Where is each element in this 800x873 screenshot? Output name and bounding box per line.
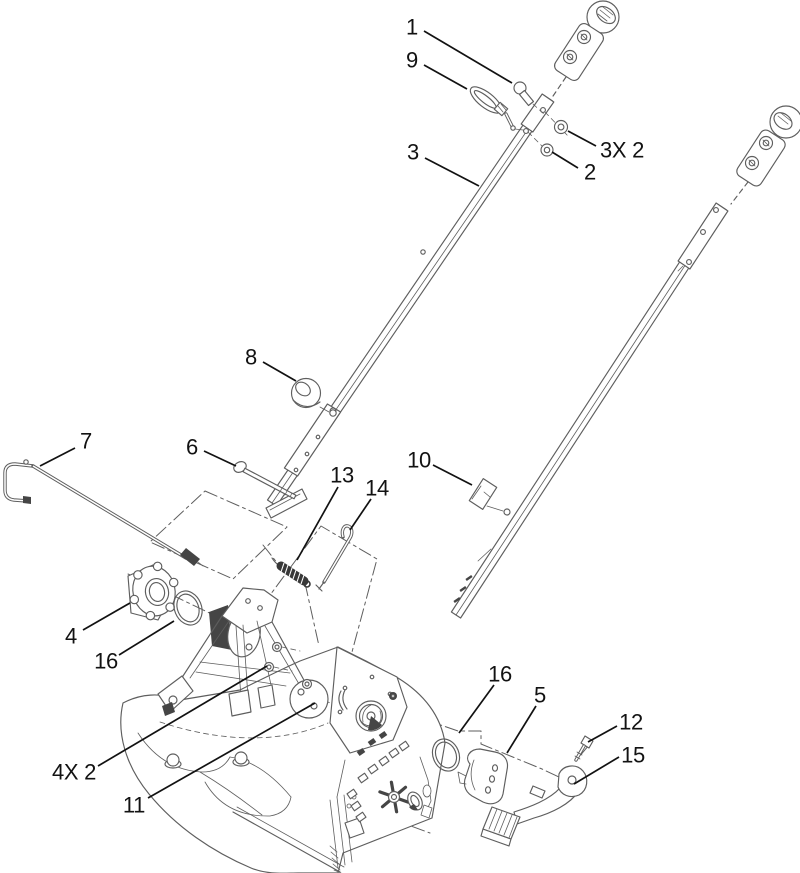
callout-label-15: 15 bbox=[621, 743, 645, 768]
part-13-spring bbox=[271, 557, 311, 588]
callout-leader-10 bbox=[432, 464, 473, 486]
callout-layer: 1 9 3 3X 22 8 6 7 10 13 14 4 16 4X 2 11 16 5 12 15 bbox=[39, 15, 645, 818]
deck-dome-bolts bbox=[164, 751, 250, 769]
callout-label-4: 4 bbox=[65, 624, 77, 649]
callout-label-13: 13 bbox=[330, 463, 354, 488]
callout-leader-3x2 bbox=[567, 130, 597, 147]
transmission-plate bbox=[329, 646, 408, 754]
part-14-rod bbox=[315, 524, 354, 592]
callout-leader-8 bbox=[262, 361, 297, 382]
part-16-oring-left bbox=[173, 590, 203, 626]
callout-leader-13 bbox=[296, 486, 339, 561]
part-4-hub bbox=[127, 561, 179, 621]
part-16-oring-right bbox=[431, 738, 461, 772]
callout-label-11: 11 bbox=[123, 793, 145, 818]
callout-label-16-left: 16 bbox=[94, 649, 118, 674]
callout-label-9: 9 bbox=[406, 48, 418, 73]
part-9-loop bbox=[469, 86, 524, 131]
callout-leader-11 bbox=[147, 702, 316, 799]
callout-label-12: 12 bbox=[619, 710, 643, 735]
callout-label-6: 6 bbox=[186, 435, 198, 460]
callout-leader-2 bbox=[551, 151, 579, 169]
star-spider bbox=[378, 780, 410, 814]
right-handle-assembly bbox=[450, 105, 800, 619]
part-10-clip bbox=[468, 478, 511, 516]
callout-label-3: 3 bbox=[407, 140, 419, 165]
left-handle-assembly bbox=[233, 0, 620, 519]
right-edge-bracket bbox=[419, 756, 433, 819]
callout-label-7: 7 bbox=[80, 429, 92, 454]
callout-label-5: 5 bbox=[534, 683, 546, 708]
deck-right-face-details bbox=[346, 730, 433, 823]
callout-label-1: 1 bbox=[406, 15, 418, 40]
part-3-handle-tube-left bbox=[265, 93, 555, 519]
callout-label-4x2: 4X 2 bbox=[52, 760, 96, 785]
callout-leader-6 bbox=[203, 450, 237, 467]
chute-struts bbox=[329, 794, 365, 873]
handle-tube-right bbox=[450, 202, 729, 619]
part-6-bolt bbox=[233, 461, 297, 500]
callout-label-14: 14 bbox=[365, 476, 389, 501]
oval-knob bbox=[407, 791, 423, 811]
deck-front-rim bbox=[232, 806, 345, 873]
part-5-bracket bbox=[457, 748, 509, 805]
part-7-rod bbox=[3, 459, 204, 567]
callout-label-3x2: 3X 2 bbox=[600, 138, 644, 163]
callout-label-10: 10 bbox=[407, 448, 431, 473]
callout-label-2: 2 bbox=[584, 160, 596, 185]
handle-grip-left bbox=[550, 0, 620, 100]
part-12-bolt bbox=[574, 735, 594, 762]
part-15-pedal bbox=[480, 765, 588, 847]
callout-leader-4x2 bbox=[97, 665, 268, 767]
callout-label-16-right: 16 bbox=[488, 662, 512, 687]
deck-assembly bbox=[120, 587, 446, 873]
part-2-washers bbox=[527, 111, 569, 158]
callout-leader-16-left bbox=[118, 620, 175, 656]
callout-leader-15 bbox=[573, 756, 620, 785]
part-1-bolt bbox=[513, 81, 546, 116]
callout-leader-14 bbox=[349, 498, 372, 531]
callout-leader-3 bbox=[424, 157, 480, 187]
callout-leader-12 bbox=[587, 725, 618, 743]
callout-leader-4 bbox=[82, 602, 131, 631]
callout-label-8: 8 bbox=[245, 345, 257, 370]
callout-leader-9 bbox=[423, 64, 468, 90]
callout-leader-1 bbox=[423, 30, 513, 84]
part-8-knob bbox=[290, 377, 337, 417]
callout-leader-7 bbox=[39, 447, 76, 467]
callout-leader-5 bbox=[506, 705, 537, 754]
callout-leader-16-right bbox=[458, 684, 495, 734]
handle-mount-tower bbox=[157, 587, 329, 719]
handle-grip-right bbox=[730, 105, 800, 205]
